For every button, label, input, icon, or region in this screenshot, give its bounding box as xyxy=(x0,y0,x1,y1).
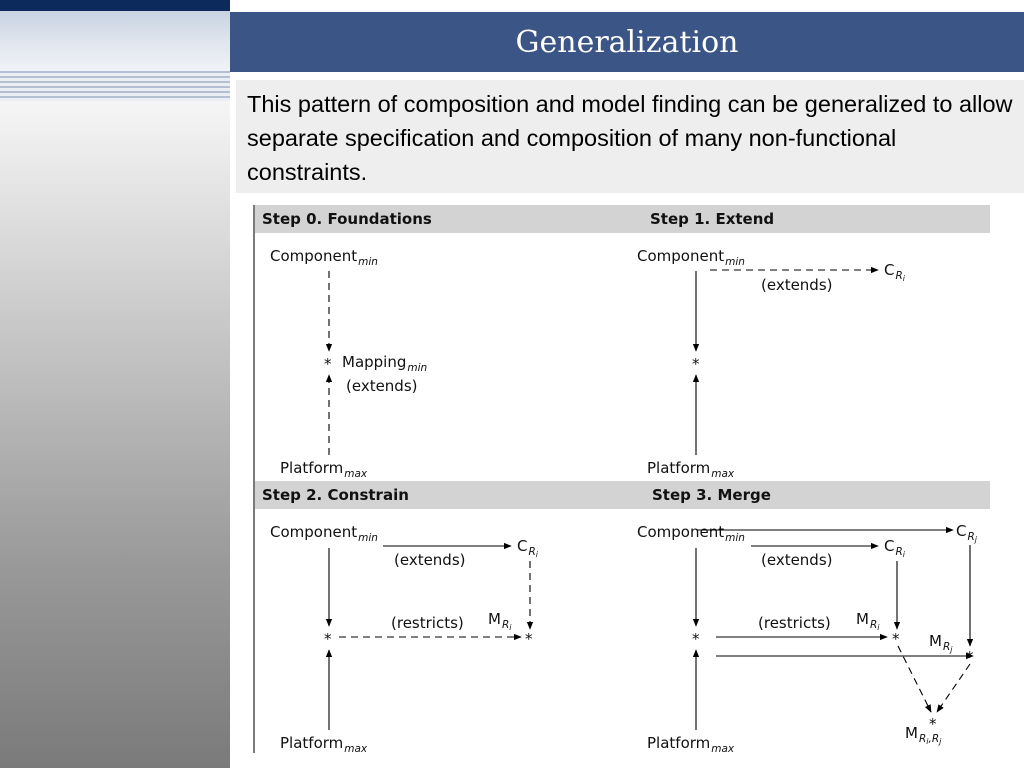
step2-panel: Componentmin Platformmax CRi (extends) M… xyxy=(270,523,539,753)
body-text: This pattern of composition and model fi… xyxy=(247,91,1013,185)
step0-platform-label: Platformmax xyxy=(280,459,368,480)
step-header-band-top xyxy=(255,205,990,233)
step2-star-right: * xyxy=(525,630,533,648)
step1-component-label: Componentmin xyxy=(637,247,745,268)
step3-mri-to-merge-arrow xyxy=(897,645,932,713)
step3-header: Step 3. Merge xyxy=(652,486,771,504)
step0-header: Step 0. Foundations xyxy=(262,210,432,228)
step3-extends-label: (extends) xyxy=(761,551,833,569)
step0-mapping-label: Mappingmin xyxy=(342,353,427,374)
step2-cri-label: CRi xyxy=(517,537,539,559)
step3-crj-label: CRj xyxy=(956,522,978,544)
step3-cri-label: CRi xyxy=(884,537,906,559)
step3-star-mri: * xyxy=(892,630,900,648)
sidebar-stripes xyxy=(0,71,230,101)
step2-platform-label: Platformmax xyxy=(280,734,368,753)
sidebar-band xyxy=(0,11,230,71)
step2-mri-label: MRi xyxy=(488,610,512,632)
step1-panel: Componentmin Platformmax CRi (extends) * xyxy=(637,247,906,480)
step1-star: * xyxy=(692,355,700,373)
step0-star: * xyxy=(324,355,332,373)
step2-extends-label: (extends) xyxy=(394,551,466,569)
step3-mrirj-label: MRi,Rj xyxy=(905,724,942,746)
step2-restricts-label: (restricts) xyxy=(391,614,464,632)
step2-component-label: Componentmin xyxy=(270,523,378,544)
step1-cri-label: CRi xyxy=(884,261,906,283)
step2-star-left: * xyxy=(324,630,332,648)
step3-mri-label: MRi xyxy=(856,610,880,632)
sidebar-background xyxy=(0,0,230,768)
step3-star-left: * xyxy=(692,630,700,648)
title-bar xyxy=(230,12,1024,72)
step0-extends-label: (extends) xyxy=(346,377,418,395)
step3-component-label: Componentmin xyxy=(637,523,745,544)
step1-extends-label: (extends) xyxy=(761,276,833,294)
step3-platform-label: Platformmax xyxy=(647,734,735,753)
step3-restricts-label: (restricts) xyxy=(758,614,831,632)
step-header-band-bottom xyxy=(255,481,990,509)
step1-header: Step 1. Extend xyxy=(650,210,774,228)
step3-mrj-to-merge-arrow xyxy=(936,663,971,713)
step0-panel: Componentmin Platformmax * Mappingmin (e… xyxy=(270,247,427,480)
step2-header: Step 2. Constrain xyxy=(262,486,409,504)
step3-star-merge: * xyxy=(929,715,937,733)
step0-component-label: Componentmin xyxy=(270,247,378,268)
text-box xyxy=(236,80,1024,193)
step3-mrj-label: MRj xyxy=(929,632,953,654)
sidebar-top-bar xyxy=(0,0,230,11)
step3-panel: Componentmin Platformmax CRj CRi (extend… xyxy=(637,522,978,753)
composition-diagram: Step 0. Foundations Step 1. Extend Step … xyxy=(253,205,990,753)
step3-star-mrj: * xyxy=(966,648,974,666)
slide-title: Generalization xyxy=(515,25,739,60)
step1-platform-label: Platformmax xyxy=(647,459,735,480)
